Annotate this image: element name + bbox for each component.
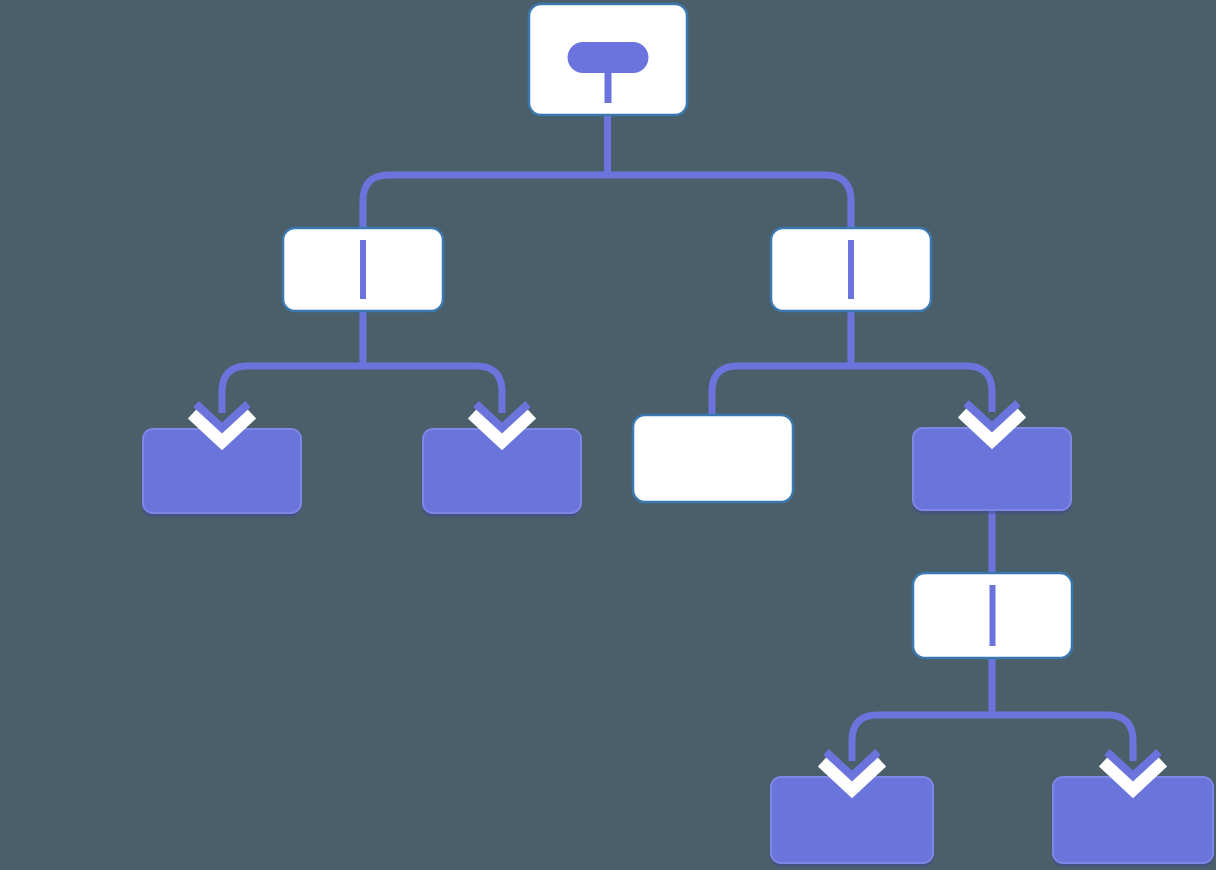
- vertical-bar-glyph: [360, 240, 366, 299]
- chevron-white-icon: [957, 406, 1027, 450]
- vertical-bar-glyph: [848, 240, 854, 299]
- edge-left-split: [218, 362, 506, 413]
- chevron-white-icon: [187, 407, 257, 451]
- vertical-bar-glyph: [989, 585, 996, 646]
- arrow-into-leaf-4: [1098, 749, 1168, 799]
- arrow-into-branch-node: [957, 400, 1027, 450]
- arrow-down-chevron-icon: [823, 749, 881, 782]
- arrow-down-chevron-icon: [963, 400, 1021, 433]
- chevron-white-icon: [817, 755, 887, 799]
- arrow-into-leaf-2: [467, 401, 537, 451]
- arrow-down-chevron-icon: [193, 401, 251, 434]
- arrow-into-leaf-1: [187, 401, 257, 451]
- root-pill-glyph: [567, 42, 649, 73]
- edge-right-split: [708, 362, 996, 415]
- edge-main-split: [359, 171, 855, 228]
- root-stem-glyph: [604, 70, 612, 103]
- chevron-white-icon: [1098, 755, 1168, 799]
- arrow-into-leaf-3: [817, 749, 887, 799]
- plain-node[interactable]: [631, 413, 795, 504]
- chevron-white-icon: [467, 407, 537, 451]
- edge-bottom-split: [848, 711, 1137, 761]
- arrow-down-chevron-icon: [473, 401, 531, 434]
- arrow-down-chevron-icon: [1104, 749, 1162, 782]
